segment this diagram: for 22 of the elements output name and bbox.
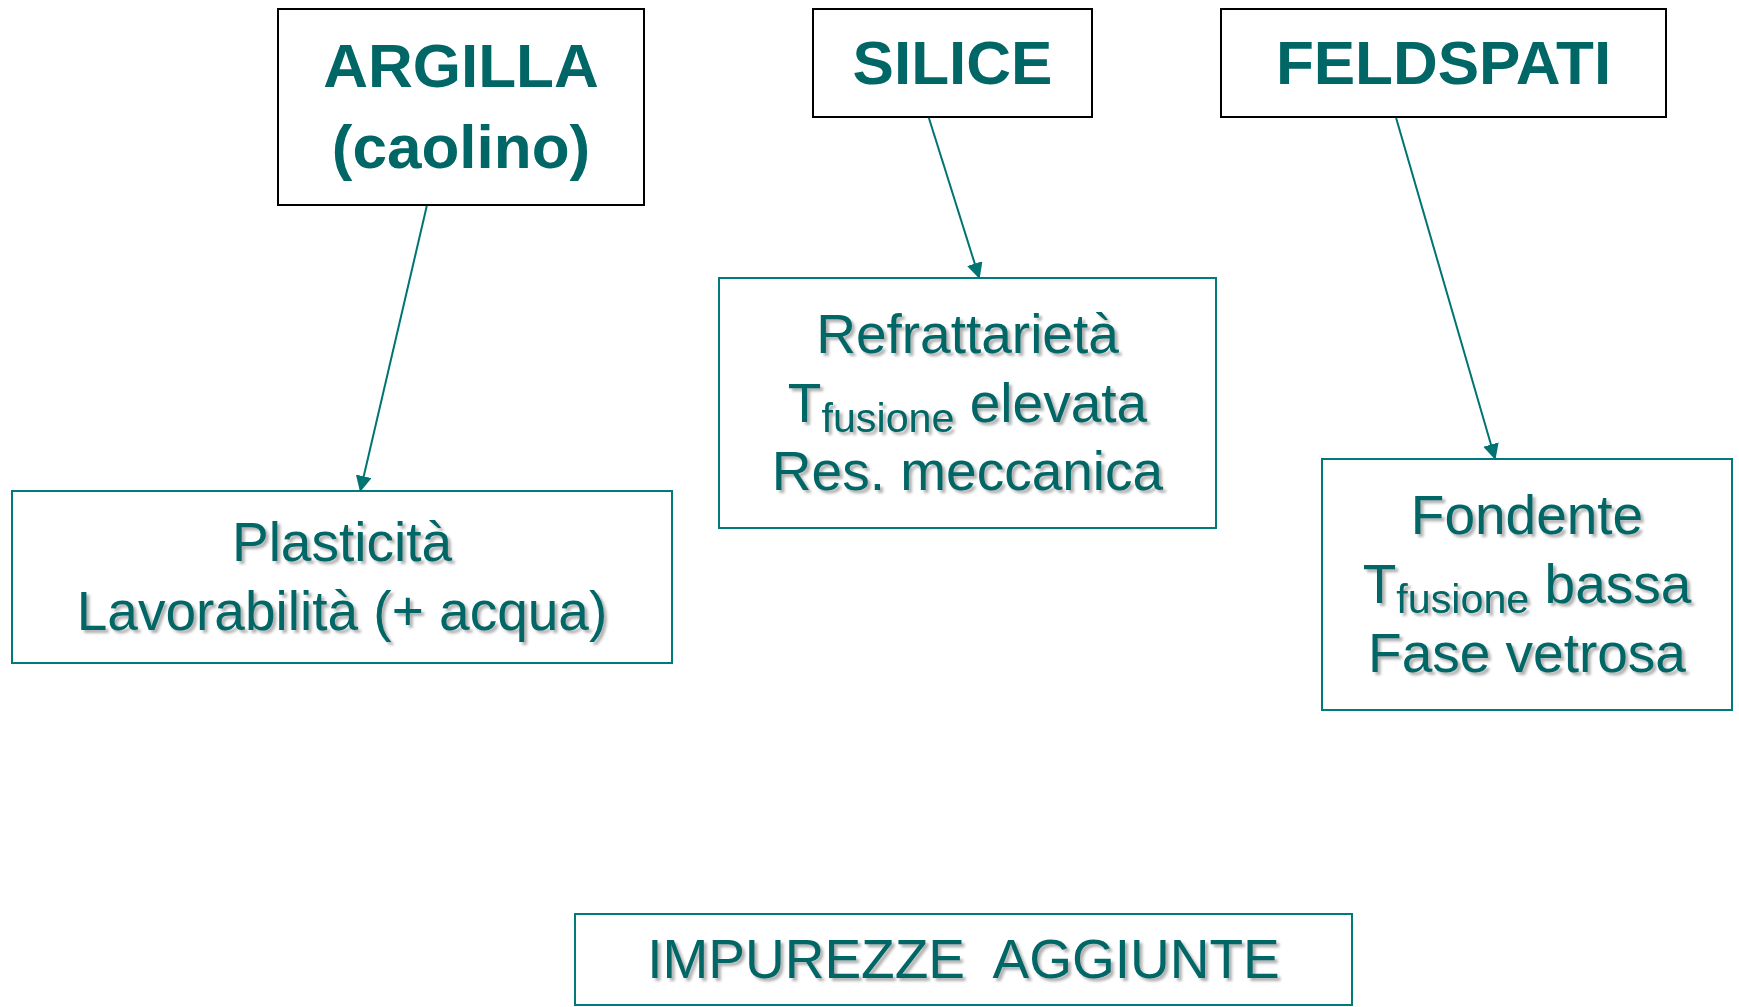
box-text: Lavorabilità (+ acqua) — [76, 579, 608, 644]
title-box — [277, 8, 645, 206]
arrow — [1395, 117, 1499, 460]
property-box — [574, 913, 1353, 1006]
box-text: Fondente — [1410, 483, 1644, 549]
box-text: Plasticità — [231, 510, 453, 576]
property-box — [11, 490, 673, 664]
property-box — [718, 277, 1217, 529]
box-text: IMPUREZZE AGGIUNTE — [647, 927, 1280, 993]
property-box — [1321, 458, 1733, 711]
box-text: Res. meccanica — [771, 439, 1164, 505]
box-text: ARGILLA (caolino) — [322, 30, 600, 183]
title-box — [812, 8, 1093, 118]
box-text: SILICE — [852, 26, 1053, 99]
box-text: T$_{fusione}$ bassa — [1362, 552, 1692, 619]
arrow — [927, 117, 983, 279]
arrow — [355, 205, 428, 492]
title-box — [1220, 8, 1667, 118]
box-text: T$_{fusione}$ elevata — [787, 370, 1148, 438]
box-text: Fase vetrosa — [1368, 620, 1686, 686]
box-text: Refrattarietà — [816, 301, 1119, 367]
box-text: FELDSPATI — [1275, 26, 1612, 99]
